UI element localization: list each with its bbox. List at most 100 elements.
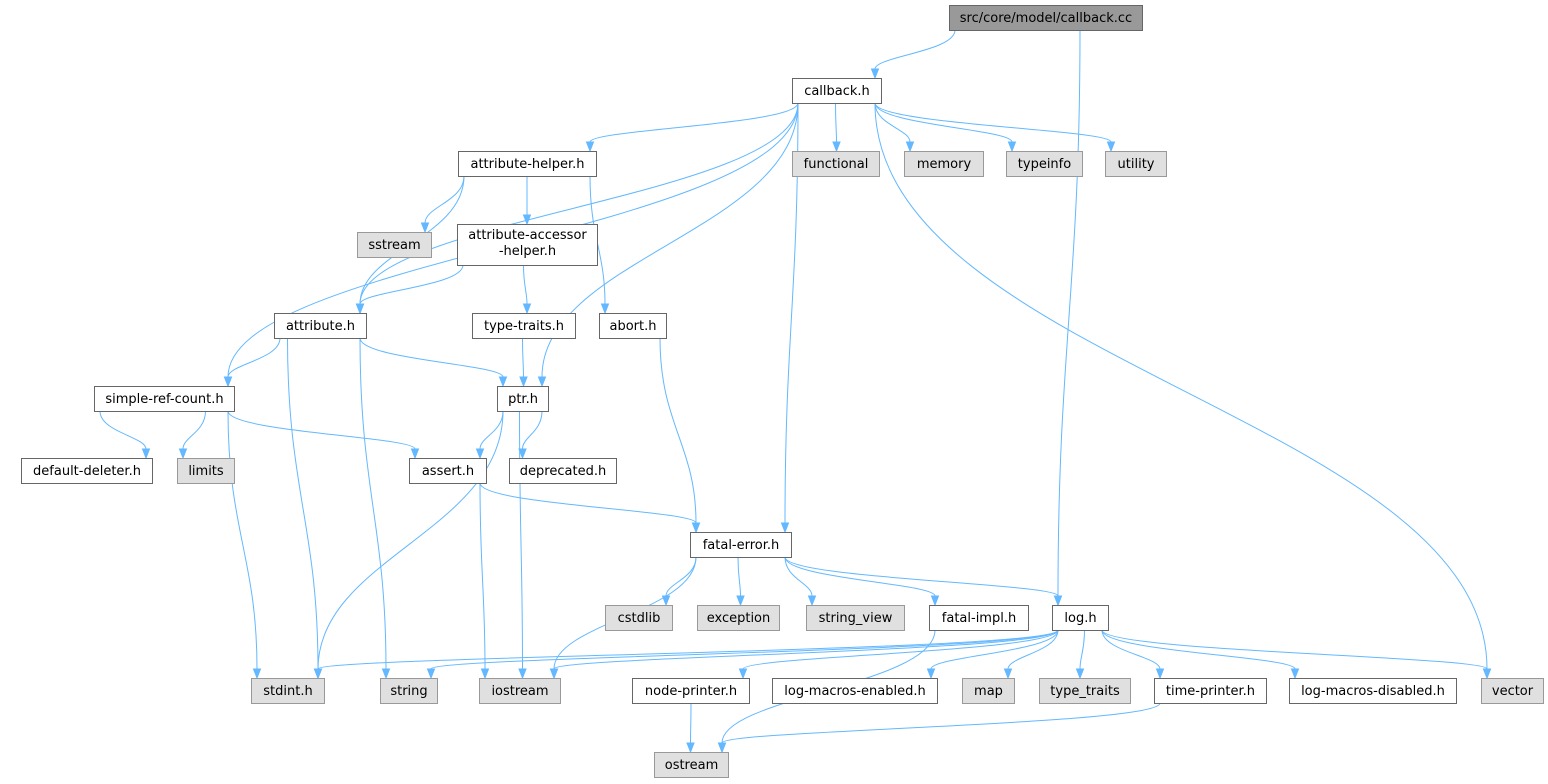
edge-log-to-timeprinter [1101,629,1165,680]
node-label: attribute-helper.h [470,157,584,172]
node-label: fatal-error.h [703,538,780,553]
edge-callback-to-typeinfo [874,102,1017,153]
node-label: functional [804,157,869,172]
node-label: map [974,684,1003,699]
edge-log-to-vector [1101,629,1492,680]
node-stringview[interactable]: string_view [806,605,905,631]
edge-ptr-to-stdint [313,410,504,680]
node-ostream[interactable]: ostream [654,752,729,778]
edge-log-to-string [426,629,1059,680]
node-attribute[interactable]: attribute.h [274,313,367,339]
edge-attribute-to-simpleref [223,337,281,388]
node-stdint[interactable]: stdint.h [251,678,325,704]
edge-callback-to-attrhelper [585,102,799,153]
node-defdeleter[interactable]: default-deleter.h [21,458,153,484]
edge-log-to-map [1003,629,1059,680]
edge-fatalerror-to-cstdlib [661,556,697,607]
node-typetraits_h[interactable]: type-traits.h [472,313,576,339]
node-exception[interactable]: exception [697,605,780,631]
node-logmacen[interactable]: log-macros-enabled.h [772,678,938,704]
node-ptr[interactable]: ptr.h [497,386,549,412]
node-label: src/core/model/callback.cc [960,11,1132,26]
node-attrhelper[interactable]: attribute-helper.h [458,151,597,177]
node-label: log.h [1064,611,1096,626]
edge-fatalerror-to-exception [736,556,745,607]
node-label: assert.h [422,464,474,479]
node-abort[interactable]: abort.h [599,313,667,339]
edge-timeprinter-to-ostream [717,702,1161,754]
node-label: cstdlib [618,611,661,626]
node-label: type_traits [1050,684,1120,699]
edge-log-to-logmacdis [1101,629,1300,680]
edge-simpleref-to-defdeleter [99,410,151,460]
edge-log-to-nodeprinter [738,629,1059,680]
node-label: log-macros-disabled.h [1301,684,1445,699]
edge-ptr-to-deprecated [518,410,543,460]
edge-abort-to-fatalerror [659,337,701,534]
node-label: deprecated.h [520,464,606,479]
edge-assert-to-fatalerror [479,482,701,534]
edge-attribute-to-ptr [359,337,508,388]
edge-callback-to-memory [874,102,915,153]
node-timeprinter[interactable]: time-printer.h [1154,678,1267,704]
edge-root-to-log [1053,29,1081,607]
edge-root-to-callback [870,29,956,80]
node-vector[interactable]: vector [1481,678,1544,704]
node-callback[interactable]: callback.h [792,78,882,104]
node-fatalerror[interactable]: fatal-error.h [690,532,792,558]
node-memory[interactable]: memory [904,151,984,177]
edge-assert-to-iostream [479,482,490,680]
edge-log-to-stdint [313,629,1059,680]
node-label: default-deleter.h [33,464,141,479]
node-label: abort.h [610,319,657,334]
edge-log-to-iostream [549,629,1059,680]
node-label: utility [1118,157,1155,172]
edge-attribute-to-stdint [287,337,323,680]
node-functional[interactable]: functional [792,151,880,177]
edge-simpleref-to-stdint [227,410,262,680]
edge-callback-to-vector [874,102,1492,680]
node-logmacdis[interactable]: log-macros-disabled.h [1289,678,1457,704]
node-label: stdint.h [263,684,312,699]
node-label: limits [188,464,224,479]
node-map[interactable]: map [962,678,1015,704]
node-simpleref[interactable]: simple-ref-count.h [94,386,235,412]
node-label: type-traits.h [484,319,564,334]
node-root[interactable]: src/core/model/callback.cc [949,5,1143,31]
node-label: vector [1492,684,1534,699]
node-label: sstream [368,238,420,253]
node-typeinfo[interactable]: typeinfo [1006,151,1083,177]
edge-attrhelper-to-sstream [420,175,465,234]
edge-callback-to-utility [874,102,1116,153]
edge-nodeprinter-to-ostream [686,702,695,754]
node-limits[interactable]: limits [177,458,235,484]
node-iostream[interactable]: iostream [479,678,561,704]
edge-attribute-to-string [359,337,391,680]
node-utility[interactable]: utility [1105,151,1167,177]
edge-ptr-to-iostream [518,410,527,680]
node-label: exception [707,611,771,626]
edge-fatalerror-to-stringview [784,556,817,607]
edge-ptr-to-assert [475,410,504,460]
node-label: string_view [819,611,893,626]
node-deprecated[interactable]: deprecated.h [509,458,617,484]
node-label: attribute-accessor [468,228,587,243]
node-nodeprinter[interactable]: node-printer.h [632,678,750,704]
edge-simpleref-to-assert [227,410,420,460]
node-string[interactable]: string [380,678,438,704]
node-assert[interactable]: assert.h [409,458,487,484]
node-cstdlib[interactable]: cstdlib [605,605,673,631]
edges-layer [99,29,1492,754]
edge-typetraits_h-to-ptr [519,337,528,388]
node-label: node-printer.h [645,684,737,699]
node-label: typeinfo [1018,157,1071,172]
node-label: -helper.h [499,244,556,259]
node-log[interactable]: log.h [1052,605,1109,631]
node-accessor[interactable]: attribute-accessor-helper.h [457,224,598,266]
node-label: ostream [665,758,719,773]
edge-fatalerror-to-fatalimpl [784,556,940,607]
node-fatalimpl[interactable]: fatal-impl.h [929,605,1029,631]
node-type_traits[interactable]: type_traits [1039,678,1131,704]
node-sstream[interactable]: sstream [357,232,432,258]
